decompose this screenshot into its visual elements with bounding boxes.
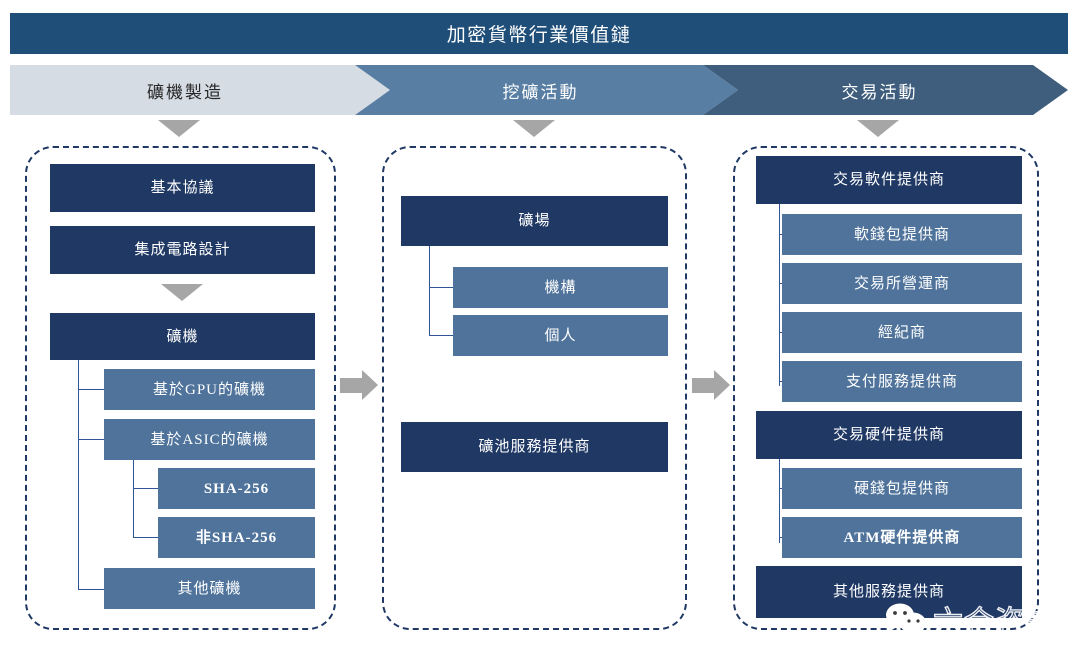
node-label: SHA-256 [203,480,270,497]
dashed-container-trading-activity [733,146,1039,630]
connector-elbow-institution [429,287,454,288]
node-label: 集成電路設計 [134,242,231,258]
node-label: 交易軟件提供商 [832,172,945,188]
node-mining-pool-provider[interactable]: 礦池服務提供商 [401,422,668,472]
node-label: 礦場 [518,213,551,229]
down-arrow-icon-column-3 [857,120,899,137]
down-arrow-icon-column-1 [158,120,200,137]
node-payment-service-provider[interactable]: 支付服務提供商 [782,361,1022,402]
node-label: ATM硬件提供商 [843,529,961,546]
node-label: 硬錢包提供商 [853,480,950,497]
stage-band: 礦機製造 挖礦活動 交易活動 [10,65,1068,115]
node-label: 基於ASIC的礦機 [150,431,269,448]
stage-label: 交易活動 [841,82,918,102]
connector-trunk-trading-hardware [779,459,780,543]
connector-elbow-asic [78,439,104,440]
dashed-container-mining-activity [382,146,687,630]
node-label: 礦機 [166,328,199,345]
connector-trunk-mining-farm [429,246,430,336]
node-broker[interactable]: 經紀商 [782,312,1022,353]
node-mining-machine[interactable]: 礦機 [50,313,315,360]
flow-arrow-icon-1-to-2 [340,370,378,400]
connector-trunk-asic [133,460,134,538]
connector-elbow-gpu [78,389,104,390]
node-individual[interactable]: 個人 [453,315,668,356]
node-atm-hardware-provider[interactable]: ATM硬件提供商 [782,517,1022,558]
node-non-sha-256[interactable]: 非SHA-256 [158,517,315,558]
node-trading-software-provider[interactable]: 交易軟件提供商 [756,156,1022,204]
node-institution[interactable]: 機構 [453,267,668,308]
flow-arrow-icon-2-to-3 [692,370,730,400]
node-gpu-miner[interactable]: 基於GPU的礦機 [104,369,315,410]
connector-elbow-other-miner [78,589,104,590]
stage-label: 挖礦活動 [502,82,579,102]
node-trading-hardware-provider[interactable]: 交易硬件提供商 [756,411,1022,459]
connector-elbow-non-sha256 [133,537,158,538]
dashed-container-mining-machine-manufacturing [25,146,336,630]
node-label: 機構 [544,279,577,296]
node-label: 交易硬件提供商 [832,427,945,443]
diagram-title-bar: 加密貨幣行業價值鏈 [10,13,1068,54]
connector-elbow-individual [429,335,454,336]
node-label: 非SHA-256 [195,529,278,546]
node-sha-256[interactable]: SHA-256 [158,468,315,509]
stage-chevron-mining-machine-manufacturing[interactable]: 礦機製造 [10,65,390,115]
node-label: 支付服務提供商 [845,373,958,390]
node-asic-miner[interactable]: 基於ASIC的礦機 [104,419,315,460]
node-label: 基於GPU的礦機 [152,381,266,398]
node-ic-design[interactable]: 集成電路設計 [50,226,315,274]
node-other-service-provider[interactable]: 其他服務提供商 [756,566,1022,618]
stage-chevron-mining-activity[interactable]: 挖礦活動 [355,65,738,115]
stage-chevron-trading-activity[interactable]: 交易活動 [703,65,1068,115]
node-label: 軟錢包提供商 [853,226,950,243]
connector-trunk-miner [78,360,79,590]
node-mining-farm[interactable]: 礦場 [401,196,668,246]
node-hard-wallet-provider[interactable]: 硬錢包提供商 [782,468,1022,509]
node-label: 其他礦機 [177,580,242,597]
node-label: 交易所營運商 [853,275,950,292]
connector-elbow-sha256 [133,488,158,489]
node-soft-wallet-provider[interactable]: 軟錢包提供商 [782,214,1022,255]
node-other-miners[interactable]: 其他礦機 [104,568,315,609]
node-basic-protocol[interactable]: 基本協議 [50,164,315,212]
node-label: 其他服務提供商 [832,584,945,600]
node-label: 經紀商 [877,324,926,341]
page-title: 加密貨幣行業價值鏈 [446,25,632,46]
down-arrow-icon-ic-to-miner [161,284,203,301]
connector-trunk-trading-software [779,204,780,386]
node-label: 礦池服務提供商 [478,439,591,455]
stage-label: 礦機製造 [147,82,223,102]
node-label: 個人 [544,327,577,344]
node-label: 基本協議 [150,180,215,196]
node-exchange-operator[interactable]: 交易所營運商 [782,263,1022,304]
down-arrow-icon-column-2 [513,120,555,137]
